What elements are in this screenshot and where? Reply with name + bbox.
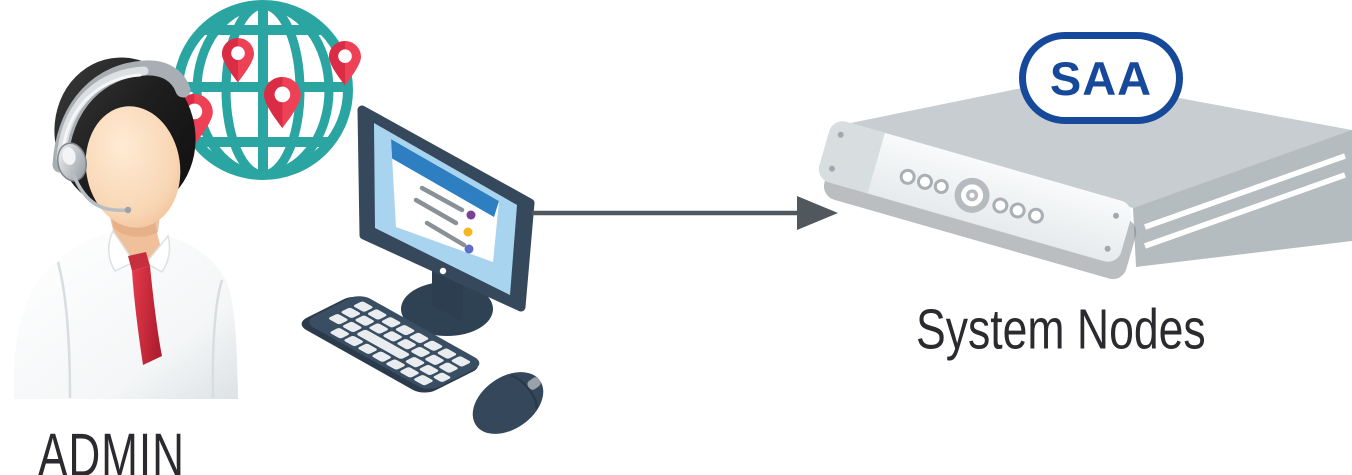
server-node-icon [818,78,1352,280]
panel-screws [828,131,1120,252]
panel-ports [899,168,1044,224]
list-dot-purple [466,210,476,220]
location-pin-icon [329,41,361,86]
monitor-logo-dot [439,267,447,275]
saa-badge: SAA [1019,32,1183,124]
server-front-panel [818,121,1132,262]
list-dot-yellow [463,227,473,237]
monitor-icon [357,105,535,336]
window-header-bar [391,139,499,217]
list-dot-blue [464,244,474,254]
saa-badge-label: SAA [1049,51,1153,105]
globe-icon [173,0,353,180]
admin-label: ADMIN [38,422,185,475]
tie [128,252,162,365]
headset-icon [52,60,191,214]
system-nodes-label: System Nodes [916,297,1206,361]
mouse-icon [472,372,544,434]
server-top-face [836,78,1352,208]
arrow-connector [532,196,838,230]
keyboard-icon [301,296,480,393]
server-side-stripes [1144,153,1346,249]
admin-avatar [13,57,238,399]
window-list-lines [413,185,467,248]
panel-knob [954,177,990,213]
